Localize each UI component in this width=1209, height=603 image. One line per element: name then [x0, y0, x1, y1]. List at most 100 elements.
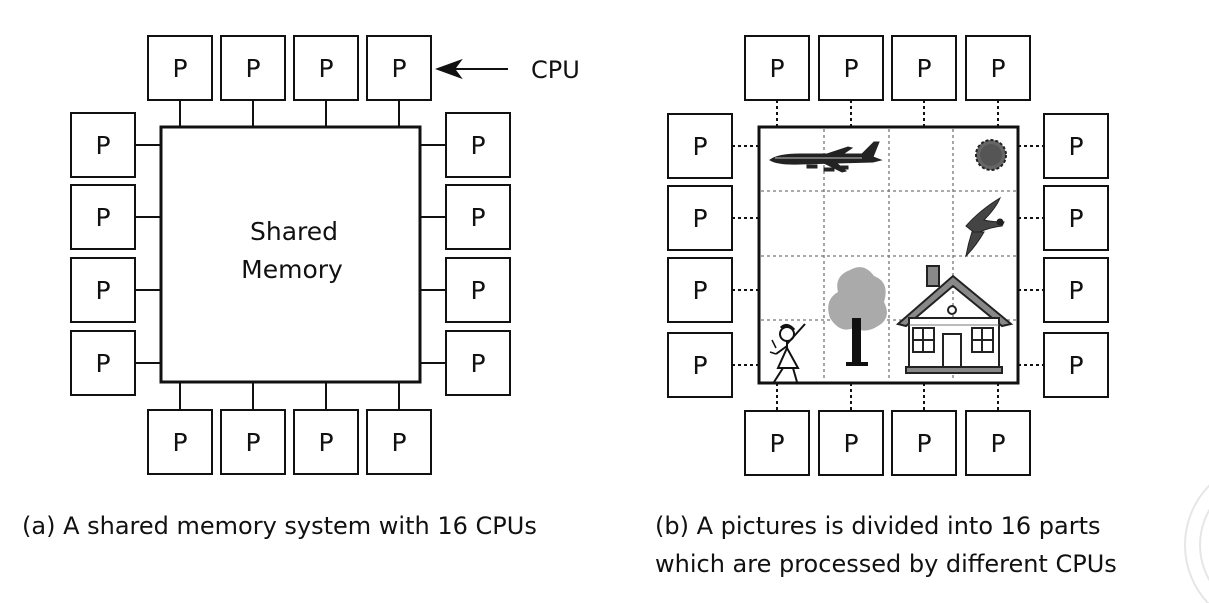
tree-icon: [828, 267, 887, 366]
sun-icon: [975, 139, 1007, 171]
right-processor-bottom-3: P: [891, 410, 957, 476]
processor-box: [667, 113, 733, 179]
processor-label: P: [391, 428, 406, 457]
processor-label: P: [95, 349, 110, 378]
processor-label: P: [692, 132, 707, 161]
cpu-pointer-arrow: [435, 58, 508, 80]
right-processor-top-3: P: [891, 35, 957, 101]
processor-label: P: [1068, 351, 1083, 380]
processor-label: P: [391, 54, 406, 83]
processor-label: P: [95, 203, 110, 232]
processor-label: P: [1068, 276, 1083, 305]
processor-box: [293, 35, 359, 101]
left-processor-left-3: P: [70, 257, 136, 323]
processor-label: P: [769, 429, 784, 458]
left-processor-left-1: P: [70, 112, 136, 178]
caption-a: (a) A shared memory system with 16 CPUs: [22, 512, 537, 540]
left-processor-top-1: P: [147, 35, 213, 101]
processor-box: [818, 35, 884, 101]
processor-box: [445, 184, 511, 250]
right-processor-left-3: P: [667, 257, 733, 323]
processor-box: [891, 410, 957, 476]
processor-box: [147, 35, 213, 101]
right-processor-top-1: P: [744, 35, 810, 101]
left-processor-left-4: P: [70, 330, 136, 396]
processor-box: [891, 35, 957, 101]
left-processor-bottom-4: P: [366, 409, 432, 475]
processor-label: P: [916, 429, 931, 458]
left-processor-top-3: P: [293, 35, 359, 101]
bird-icon: [965, 196, 1005, 258]
left-processor-right-4: P: [445, 330, 511, 396]
airplane-icon: [769, 141, 883, 173]
right-processor-right-2: P: [1043, 185, 1109, 251]
shared-memory-diagram: [159, 125, 422, 384]
processor-box: [667, 332, 733, 398]
processor-label: P: [692, 276, 707, 305]
processor-box: [1043, 332, 1109, 398]
processor-label: P: [245, 54, 260, 83]
girl-icon: [769, 323, 806, 383]
processor-label: P: [95, 276, 110, 305]
processor-box: [147, 409, 213, 475]
right-processor-bottom-2: P: [818, 410, 884, 476]
memory-label-line2: Memory: [241, 255, 343, 284]
processor-box: [1043, 185, 1109, 251]
processor-box: [445, 330, 511, 396]
left-processor-right-1: P: [445, 112, 511, 178]
processor-box: [293, 409, 359, 475]
processor-label: P: [470, 203, 485, 232]
processor-label: P: [245, 428, 260, 457]
right-processor-right-3: P: [1043, 257, 1109, 323]
processor-box: [70, 184, 136, 250]
processor-label: P: [692, 204, 707, 233]
right-processor-left-1: P: [667, 113, 733, 179]
processor-label: P: [916, 54, 931, 83]
processor-box: [744, 410, 810, 476]
processor-label: P: [172, 54, 187, 83]
processor-label: P: [318, 54, 333, 83]
processor-box: [70, 257, 136, 323]
processor-box: [965, 410, 1031, 476]
cpu-pointer-label: CPU: [531, 56, 580, 84]
processor-label: P: [470, 131, 485, 160]
processor-layer: P P P P P P P P P P P P P P P P P P P P P P P P P P P P P P P P: [70, 35, 1109, 476]
processor-label: P: [843, 429, 858, 458]
processor-label: P: [692, 351, 707, 380]
processor-label: P: [990, 429, 1005, 458]
shared-memory-block: [159, 125, 422, 384]
left-processor-bottom-1: P: [147, 409, 213, 475]
left-processor-top-2: P: [220, 35, 286, 101]
right-processor-right-4: P: [1043, 332, 1109, 398]
processor-label: P: [470, 276, 485, 305]
processor-label: P: [990, 54, 1005, 83]
processor-box: [818, 410, 884, 476]
left-processor-bottom-3: P: [293, 409, 359, 475]
right-processor-left-4: P: [667, 332, 733, 398]
left-processor-bottom-2: P: [220, 409, 286, 475]
processor-box: [1043, 257, 1109, 323]
processor-label: P: [1068, 204, 1083, 233]
house-icon: [895, 265, 1014, 374]
processor-box: [70, 330, 136, 396]
processor-box: [70, 112, 136, 178]
processor-box: [220, 35, 286, 101]
processor-label: P: [1068, 132, 1083, 161]
processor-label: P: [769, 54, 784, 83]
processor-box: [1043, 113, 1109, 179]
processor-label: P: [318, 428, 333, 457]
left-processor-left-2: P: [70, 184, 136, 250]
right-processor-bottom-4: P: [965, 410, 1031, 476]
processor-box: [445, 112, 511, 178]
processor-label: P: [95, 131, 110, 160]
left-processor-right-2: P: [445, 184, 511, 250]
processor-box: [445, 257, 511, 323]
processor-box: [220, 409, 286, 475]
caption-b-line1: (b) A pictures is divided into 16 parts: [655, 512, 1101, 540]
right-processor-left-2: P: [667, 185, 733, 251]
processor-box: [744, 35, 810, 101]
watermark: [1184, 484, 1209, 603]
processor-label: P: [843, 54, 858, 83]
processor-box: [965, 35, 1031, 101]
